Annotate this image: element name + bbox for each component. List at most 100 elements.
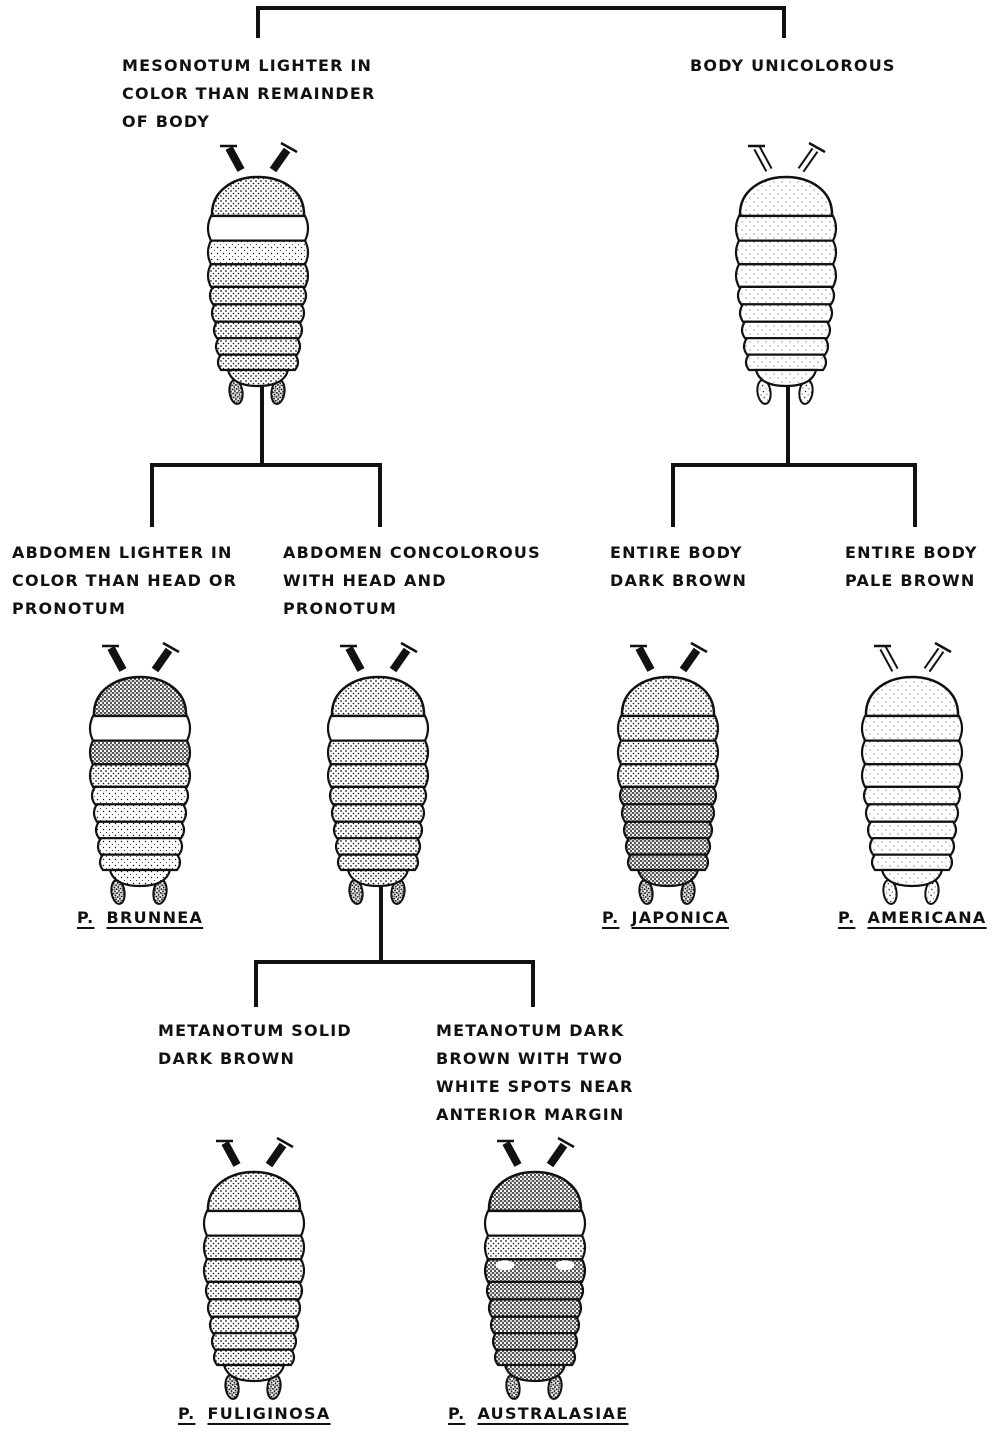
body-segment (864, 787, 960, 804)
body-segment (204, 1236, 304, 1260)
body-segment (624, 822, 712, 838)
body-segment (485, 1211, 585, 1236)
insect-mesonotum-lighter (208, 143, 308, 405)
species-americana: P. AMERICANA (838, 908, 987, 927)
body-segment (100, 855, 180, 870)
body-segment (872, 855, 952, 870)
label-line: BROWN WITH TWO (436, 1045, 634, 1073)
antenna (229, 148, 241, 170)
insect-body-unicolorous (736, 143, 836, 405)
body-segment (328, 716, 428, 741)
label-line: ABDOMEN LIGHTER IN (12, 539, 237, 567)
label-line: WHITE SPOTS NEAR (436, 1073, 634, 1101)
antenna (683, 650, 697, 670)
connector-mesonotum-split (152, 465, 380, 527)
body-segment (332, 804, 424, 821)
body-segment (489, 1299, 581, 1316)
species-australasiae: P.AUSTRALASIAE (448, 1404, 628, 1423)
body-segment (485, 1236, 585, 1260)
label-line: METANOTUM SOLID (158, 1017, 352, 1045)
head-pronotum (489, 1172, 581, 1211)
body-segment (328, 741, 428, 765)
tree-connectors (152, 8, 915, 1007)
label-entire-dark: ENTIRE BODYDARK BROWN (610, 539, 747, 595)
antenna-inner (801, 150, 815, 170)
genus-abbrev: P. (77, 908, 94, 927)
body-segment (626, 838, 710, 854)
species-name: AMERICANA (867, 908, 986, 927)
species-name: AUSTRALASIAE (477, 1404, 628, 1423)
label-line: ENTIRE BODY (610, 539, 747, 567)
head-pronotum (208, 1172, 300, 1211)
genus-abbrev: P. (838, 908, 855, 927)
white-spot (556, 1260, 574, 1270)
antenna (225, 1143, 237, 1165)
genus-abbrev: P. (602, 908, 619, 927)
label-line: COLOR THAN REMAINDER (122, 80, 376, 108)
antenna (273, 150, 287, 170)
antenna (349, 648, 361, 670)
antenna (506, 1143, 518, 1165)
head-pronotum (332, 677, 424, 716)
body-segment (334, 822, 422, 838)
insect-concolorous (328, 643, 428, 905)
insect-japonica (618, 643, 718, 905)
connector-unicolorous-split (673, 465, 915, 527)
white-spot (496, 1260, 514, 1270)
head-pronotum (866, 677, 958, 716)
body-segment (742, 322, 830, 338)
species-brunnea: P.BRUNNEA (77, 908, 203, 927)
body-segment (90, 716, 190, 741)
body-segment (491, 1317, 579, 1333)
label-metanotum-solid: METANOTUM SOLIDDARK BROWN (158, 1017, 352, 1073)
body-segment (338, 855, 418, 870)
body-segment (210, 1317, 298, 1333)
body-segment (214, 1350, 294, 1365)
body-segment (870, 838, 954, 854)
body-segment (216, 338, 300, 354)
body-segment (862, 764, 962, 787)
body-segment (487, 1282, 583, 1299)
insect-brunnea (90, 643, 190, 905)
body-segment (212, 1333, 296, 1349)
body-segment (208, 1299, 300, 1316)
antenna (269, 1145, 283, 1165)
antenna (111, 648, 123, 670)
label-body-unicolorous: BODY UNICOLOROUS (690, 52, 896, 80)
body-segment (736, 264, 836, 287)
label-line: PRONOTUM (283, 595, 541, 623)
label-line: ENTIRE BODY (845, 539, 978, 567)
antenna (639, 648, 651, 670)
body-segment (208, 241, 308, 265)
body-segment (746, 355, 826, 370)
label-line: DARK BROWN (610, 567, 747, 595)
species-japonica: P.JAPONICA (602, 908, 729, 927)
body-segment (622, 804, 714, 821)
body-segment (493, 1333, 577, 1349)
genus-abbrev: P. (178, 1404, 195, 1423)
label-line: PALE BROWN (845, 567, 978, 595)
body-segment (744, 338, 828, 354)
body-segment (736, 241, 836, 265)
body-segment (90, 764, 190, 787)
body-segment (866, 804, 958, 821)
body-segment (620, 787, 716, 804)
head-pronotum (622, 677, 714, 716)
body-segment (328, 764, 428, 787)
label-line: ABDOMEN CONCOLOROUS (283, 539, 541, 567)
body-segment (208, 216, 308, 241)
body-segment (214, 322, 302, 338)
head-pronotum (94, 677, 186, 716)
body-segment (92, 787, 188, 804)
antenna (393, 650, 407, 670)
insect-fuliginosa (204, 1138, 304, 1400)
label-line: ANTERIOR MARGIN (436, 1101, 634, 1129)
body-segment (98, 838, 182, 854)
species-fuliginosa: P.FULIGINOSA (178, 1404, 331, 1423)
insect-americana (862, 643, 962, 905)
